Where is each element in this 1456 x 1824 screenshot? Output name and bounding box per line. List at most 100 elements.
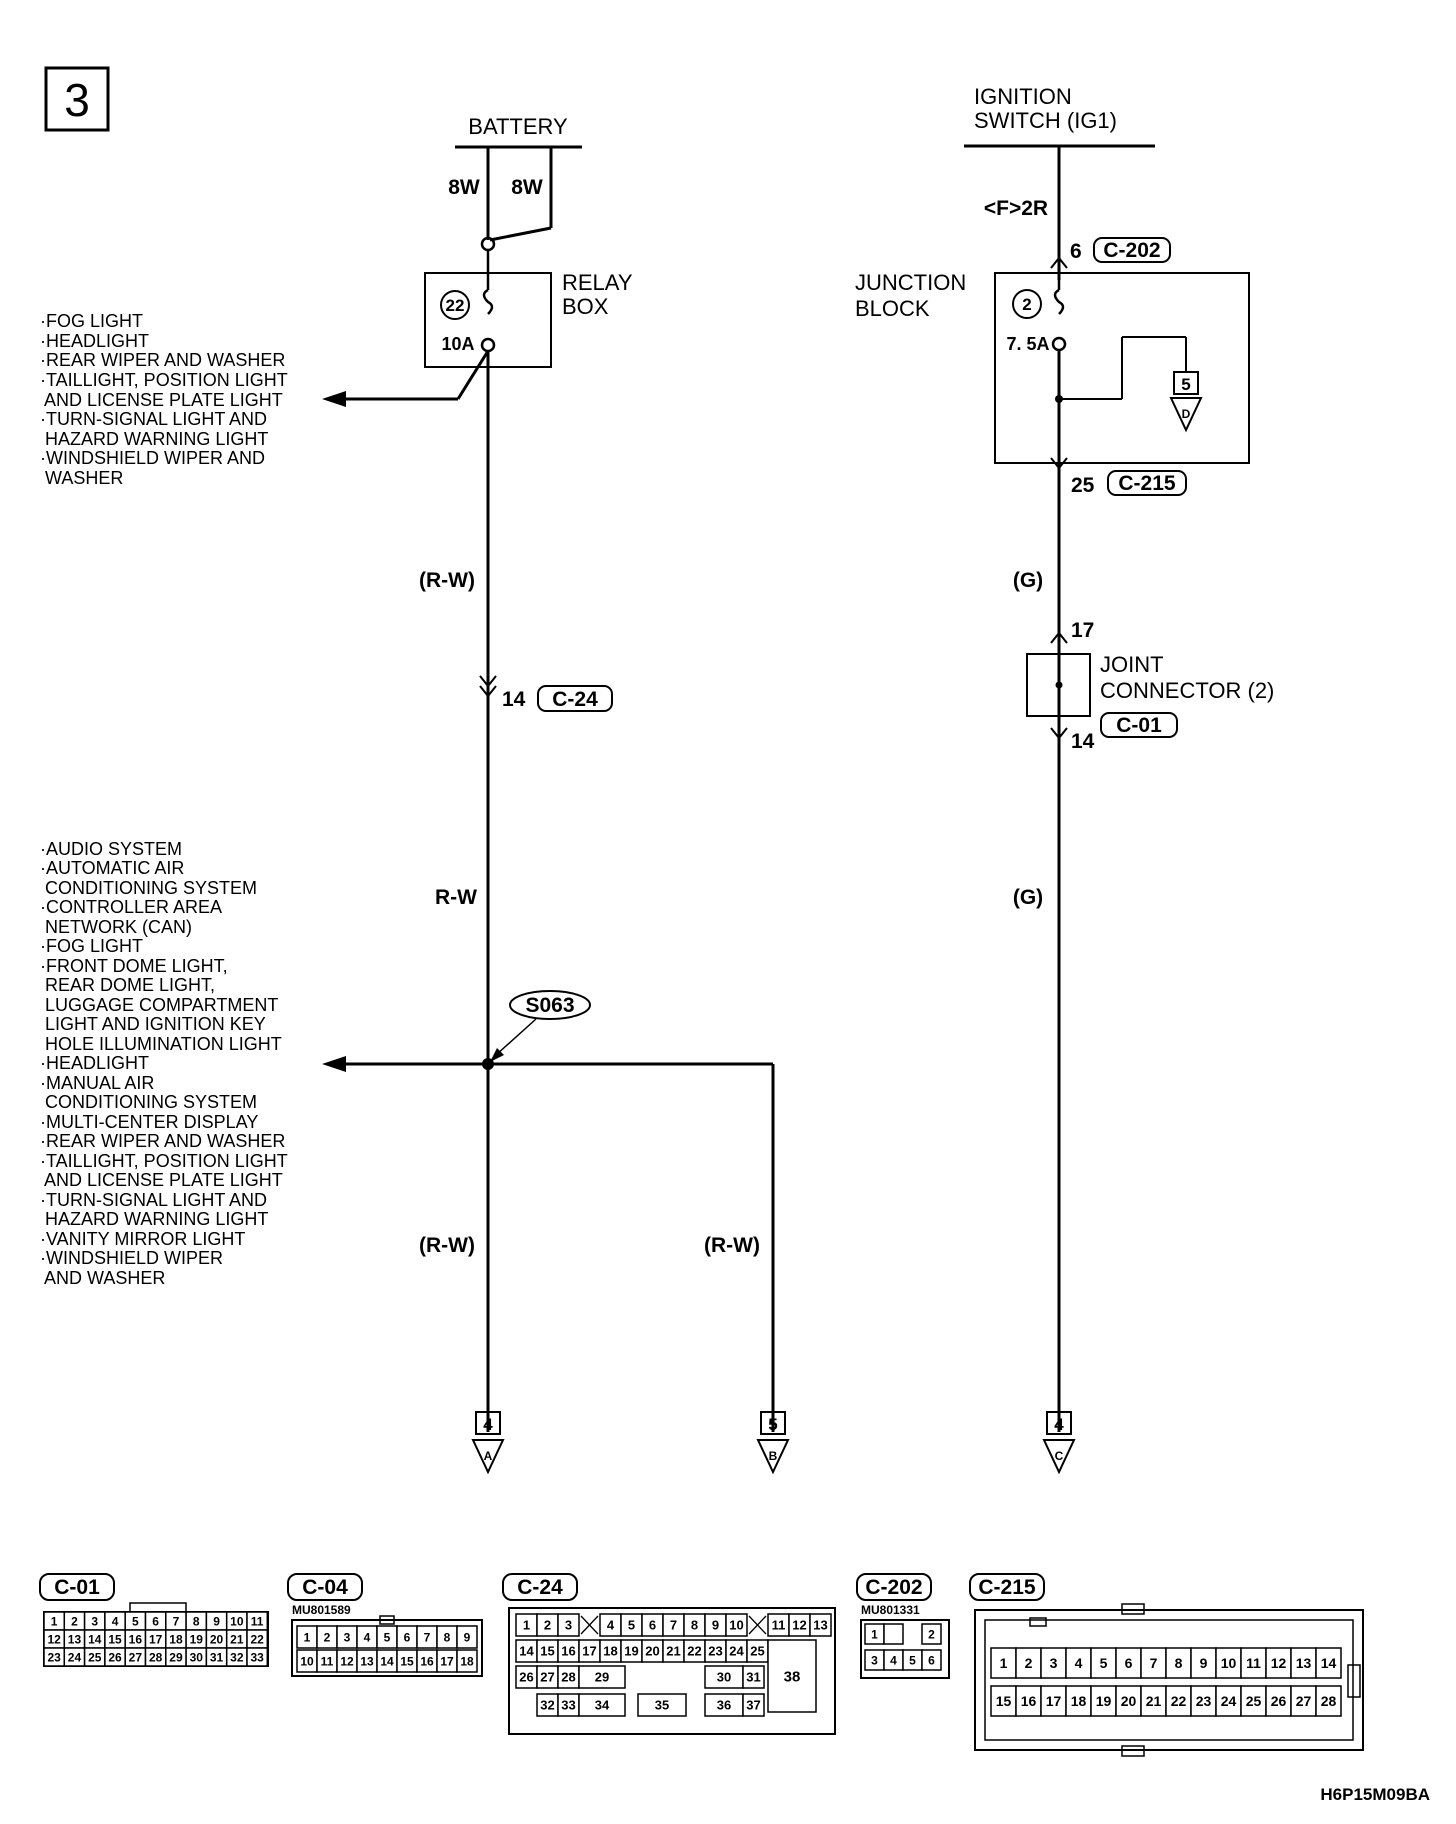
pin-cell [1090, 1647, 1117, 1679]
pin-label: 21 [666, 1644, 680, 1659]
pin-cell [1265, 1685, 1292, 1717]
pin-label: 4 [1075, 1655, 1083, 1671]
c24-pin: 14 [502, 688, 526, 711]
pin-label: 32 [540, 1698, 554, 1713]
load-item: ·VANITY MIRROR LIGHT [40, 1229, 245, 1249]
pin-label: 6 [649, 1618, 656, 1633]
junction-ref-number: 5 [1181, 375, 1190, 394]
pin-label: 11 [1246, 1655, 1261, 1671]
pin-label: 20 [645, 1644, 659, 1659]
pin-label: 6 [152, 1614, 159, 1628]
pin-label: 21 [1146, 1693, 1162, 1709]
pin-label: 16 [1021, 1693, 1037, 1709]
junction-block-label-1: JUNCTION [855, 270, 966, 295]
load-item: LUGGAGE COMPARTMENT [40, 995, 278, 1015]
pin-cell [578, 1665, 626, 1689]
pin-label: 32 [230, 1650, 244, 1664]
pin-label: 1 [304, 1630, 311, 1644]
pin-label: 1 [871, 1627, 878, 1641]
relay-fuse-rating: 10A [441, 334, 474, 354]
pin-label: 13 [1296, 1655, 1312, 1671]
load-item: ·FOG LIGHT [40, 936, 143, 956]
junction-fuse-number: 2 [1022, 295, 1031, 314]
output-b-number: 5 [768, 1415, 777, 1434]
pin-cell [1090, 1685, 1117, 1717]
pin-label: 10 [300, 1654, 314, 1668]
connector-c01-id: C-01 [54, 1576, 100, 1599]
load-item: LIGHT AND IGNITION KEY [40, 1014, 266, 1034]
pin-label: 14 [88, 1632, 102, 1646]
pin-label: 9 [464, 1630, 471, 1644]
pin-label: 12 [340, 1654, 354, 1668]
battery-wire-left: 8W [448, 176, 480, 199]
pin-cell [1240, 1647, 1267, 1679]
pin-label: 3 [91, 1614, 98, 1628]
ignition-source: IGNITION SWITCH (IG1) <F>2R [964, 84, 1155, 220]
junction-block: JUNCTION BLOCK 2 7. 5A 5 D [855, 270, 1250, 470]
pin-cell [1315, 1685, 1342, 1717]
relay-branch-loads: ·FOG LIGHT ·HEADLIGHT ·REAR WIPER AND WA… [40, 311, 288, 488]
load-item: ·TAILLIGHT, POSITION LIGHT [40, 1151, 288, 1171]
load-item: HOLE ILLUMINATION LIGHT [40, 1034, 282, 1054]
pin-label: 18 [603, 1644, 617, 1659]
load-item: ·REAR WIPER AND WASHER [40, 1131, 285, 1151]
pin-label: 28 [561, 1670, 575, 1685]
pin-label: 19 [190, 1632, 204, 1646]
relay-box-label-1: RELAY [562, 270, 633, 295]
pin-label: 7 [670, 1618, 677, 1633]
pin-label: 19 [624, 1644, 638, 1659]
pin-label: 15 [108, 1632, 122, 1646]
pin-label: 11 [251, 1614, 264, 1628]
load-item: ·TAILLIGHT, POSITION LIGHT [40, 370, 288, 390]
c202-connector-mark: 6 C-202 [1050, 237, 1171, 269]
pin-label: 24 [729, 1644, 744, 1659]
load-item: CONDITIONING SYSTEM [40, 878, 257, 898]
pin-cell [637, 1693, 687, 1717]
connector-c202-face-id: C-202 [865, 1576, 922, 1599]
pin-label: 2 [71, 1614, 78, 1628]
pin-label: 27 [1296, 1693, 1312, 1709]
pin-label: 1 [1000, 1655, 1008, 1671]
pin-label: 10 [729, 1618, 743, 1633]
joint-connector: 17 JOINT CONNECTOR (2) C-01 14 [1026, 619, 1274, 753]
load-item: ·WINDSHIELD WIPER [40, 1248, 223, 1268]
c202-id: C-202 [1103, 239, 1160, 262]
connector-c04-id: C-04 [302, 1576, 348, 1599]
pin-cell [456, 1649, 478, 1673]
joint-pin-out: 14 [1071, 730, 1095, 753]
load-item: ·TURN-SIGNAL LIGHT AND [40, 409, 267, 429]
battery-wire-right: 8W [511, 176, 543, 199]
pin-label: 5 [384, 1630, 391, 1644]
pin-label: 15 [540, 1644, 554, 1659]
ignition-wire-code: <F>2R [984, 197, 1048, 220]
pin-label: 5 [132, 1614, 139, 1628]
splice-id: S063 [525, 994, 574, 1017]
pin-cell [742, 1693, 765, 1717]
pin-label: 8 [1175, 1655, 1183, 1671]
pin-label: 31 [210, 1650, 224, 1664]
output-c-number: 4 [1054, 1415, 1064, 1434]
pin-label: 2 [544, 1618, 551, 1633]
pin-label: 18 [169, 1632, 183, 1646]
load-item: NETWORK (CAN) [40, 917, 192, 937]
pin-label: 22 [687, 1644, 701, 1659]
output-b: 5 B [756, 1411, 790, 1475]
pin-cell [767, 1639, 817, 1713]
load-item: ·REAR WIPER AND WASHER [40, 350, 285, 370]
pin-label: 1 [51, 1614, 58, 1628]
pin-cell [921, 1623, 942, 1645]
pin-label: 24 [1221, 1693, 1237, 1709]
pin-label: 19 [1096, 1693, 1112, 1709]
relay-branch [322, 350, 490, 407]
pin-label: 24 [68, 1650, 82, 1664]
pin-label: 17 [1046, 1693, 1062, 1709]
pin-label: 10 [230, 1614, 244, 1628]
load-item: ·MULTI-CENTER DISPLAY [40, 1112, 258, 1132]
pin-label: 3 [344, 1630, 351, 1644]
pin-label: 11 [772, 1618, 786, 1633]
pin-cell [1290, 1647, 1317, 1679]
pin-label: 28 [149, 1650, 163, 1664]
battery-source: BATTERY 8W 8W [448, 114, 582, 242]
pin-cell [725, 1613, 748, 1637]
